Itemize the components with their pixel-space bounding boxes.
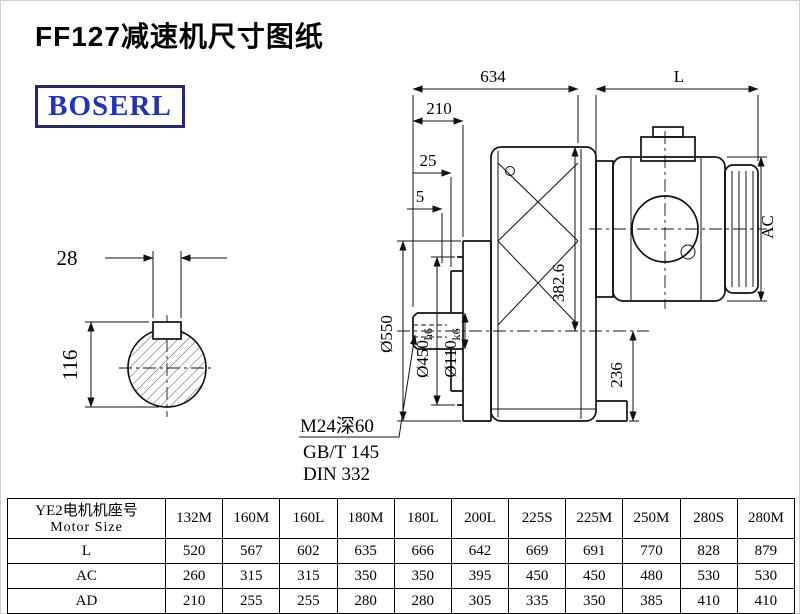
housing-ribs — [497, 162, 579, 326]
table-cell: 315 — [222, 563, 281, 589]
table-cell: 602 — [279, 538, 338, 564]
keyway — [152, 321, 182, 340]
col-header: 132M — [164, 498, 224, 539]
note-tap-hole: M24深60 — [300, 415, 374, 437]
table-cell: 828 — [679, 538, 738, 564]
motor-frame-circle — [631, 195, 699, 263]
fan-cover-grille — [731, 171, 754, 287]
table-cell: 530 — [679, 563, 738, 589]
table-cell: 280 — [393, 588, 452, 614]
terminal-box-lid — [652, 126, 684, 138]
dimensions: 634 L 210 25 5 Ø550 Ø450h6 Ø110k6 — [299, 67, 777, 485]
table-cell: 669 — [508, 538, 567, 564]
shaft-section-view: 28 116 — [57, 246, 227, 417]
table-cell: 567 — [222, 538, 281, 564]
table-cell: 450 — [508, 563, 567, 589]
table-cell: 480 — [622, 563, 681, 589]
housing-foot — [596, 400, 628, 422]
table-cell: 335 — [508, 588, 567, 614]
tap-hole-leader — [299, 334, 418, 438]
col-header: 160L — [279, 498, 338, 539]
col-header: 225M — [565, 498, 624, 539]
col-header: 280S — [679, 498, 738, 539]
table-cell: 255 — [279, 588, 338, 614]
table-cell: 635 — [336, 538, 395, 564]
dim-shaft-diameter: Ø110k6 — [441, 328, 463, 377]
dim-motor-diameter: AC — [758, 215, 777, 239]
table-row: AC 260 315 315 350 350 395 450 450 480 5… — [7, 563, 796, 589]
motor-size-table: YE2电机机座号 Motor Size 132M 160M 160L 180M … — [7, 498, 796, 614]
dim-total-length: 634 — [480, 67, 506, 86]
table-cell: 410 — [679, 588, 738, 614]
col-header: 160M — [222, 498, 281, 539]
dim-210: 210 — [426, 99, 452, 118]
table-cell: 666 — [393, 538, 452, 564]
col-header: 225S — [508, 498, 567, 539]
table-header-row: YE2电机机座号 Motor Size 132M 160M 160L 180M … — [7, 498, 796, 539]
dim-base-height: 236 — [607, 362, 626, 388]
brand-logo: BOSERL — [35, 85, 185, 128]
table-cell: 691 — [565, 538, 624, 564]
col-header: 200L — [450, 498, 510, 539]
brand-text: BOSERL — [48, 90, 172, 122]
row-label: AD — [7, 588, 166, 614]
table-row: AD 210 255 255 280 280 305 335 350 385 4… — [7, 588, 796, 614]
table-cell: 770 — [622, 538, 681, 564]
table-cell: 210 — [164, 588, 224, 614]
col-header: 180L — [393, 498, 452, 539]
dim-center-height: 382.6 — [549, 264, 568, 302]
col-header: 250M — [622, 498, 681, 539]
table-cell: 450 — [565, 563, 624, 589]
dim-key-width: 28 — [57, 246, 78, 270]
table-cell: 350 — [565, 588, 624, 614]
note-standard-gbt: GB/T 145 — [303, 442, 379, 463]
table-cell: 305 — [450, 588, 510, 614]
table-cell: 410 — [736, 588, 796, 614]
table-cell: 350 — [393, 563, 452, 589]
dim-flange-diameter: Ø550 — [377, 315, 396, 353]
note-standard-din: DIN 332 — [303, 464, 370, 485]
table-cell: 260 — [164, 563, 224, 589]
motor-small-circle — [680, 244, 696, 260]
gear-housing — [490, 146, 597, 422]
table-cell: 395 — [450, 563, 510, 589]
dim-5: 5 — [416, 187, 425, 206]
row-label: AC — [7, 563, 166, 589]
dim-shaft-height: 116 — [58, 350, 82, 381]
shaft-section-circle — [127, 328, 207, 408]
col-header: 180M — [336, 498, 395, 539]
dim-spigot-diameter: Ø450h6 — [413, 328, 435, 378]
table-cell: 315 — [279, 563, 338, 589]
table-cell: 385 — [622, 588, 681, 614]
table-cell: 350 — [336, 563, 395, 589]
table-cell: 879 — [736, 538, 796, 564]
shaft-hub — [450, 256, 463, 406]
table-cell: 255 — [222, 588, 281, 614]
table-cell: 530 — [736, 563, 796, 589]
output-flange — [462, 240, 492, 422]
table-cell: 520 — [164, 538, 224, 564]
page-title: FF127减速机尺寸图纸 — [35, 21, 324, 52]
dim-25: 25 — [420, 151, 437, 170]
header-en: Motor Size — [50, 519, 123, 535]
table-cell: 642 — [450, 538, 510, 564]
table-cell: 280 — [336, 588, 395, 614]
dim-motor-length: L — [674, 67, 684, 86]
col-header: 280M — [736, 498, 796, 539]
table-row: L 520 567 602 635 666 642 669 691 770 82… — [7, 538, 796, 564]
technical-drawing: 28 116 — [57, 67, 778, 485]
row-label: L — [7, 538, 166, 564]
header-cn: YE2电机机座号 — [35, 502, 138, 519]
table-header-motor-size: YE2电机机座号 Motor Size — [7, 498, 166, 539]
